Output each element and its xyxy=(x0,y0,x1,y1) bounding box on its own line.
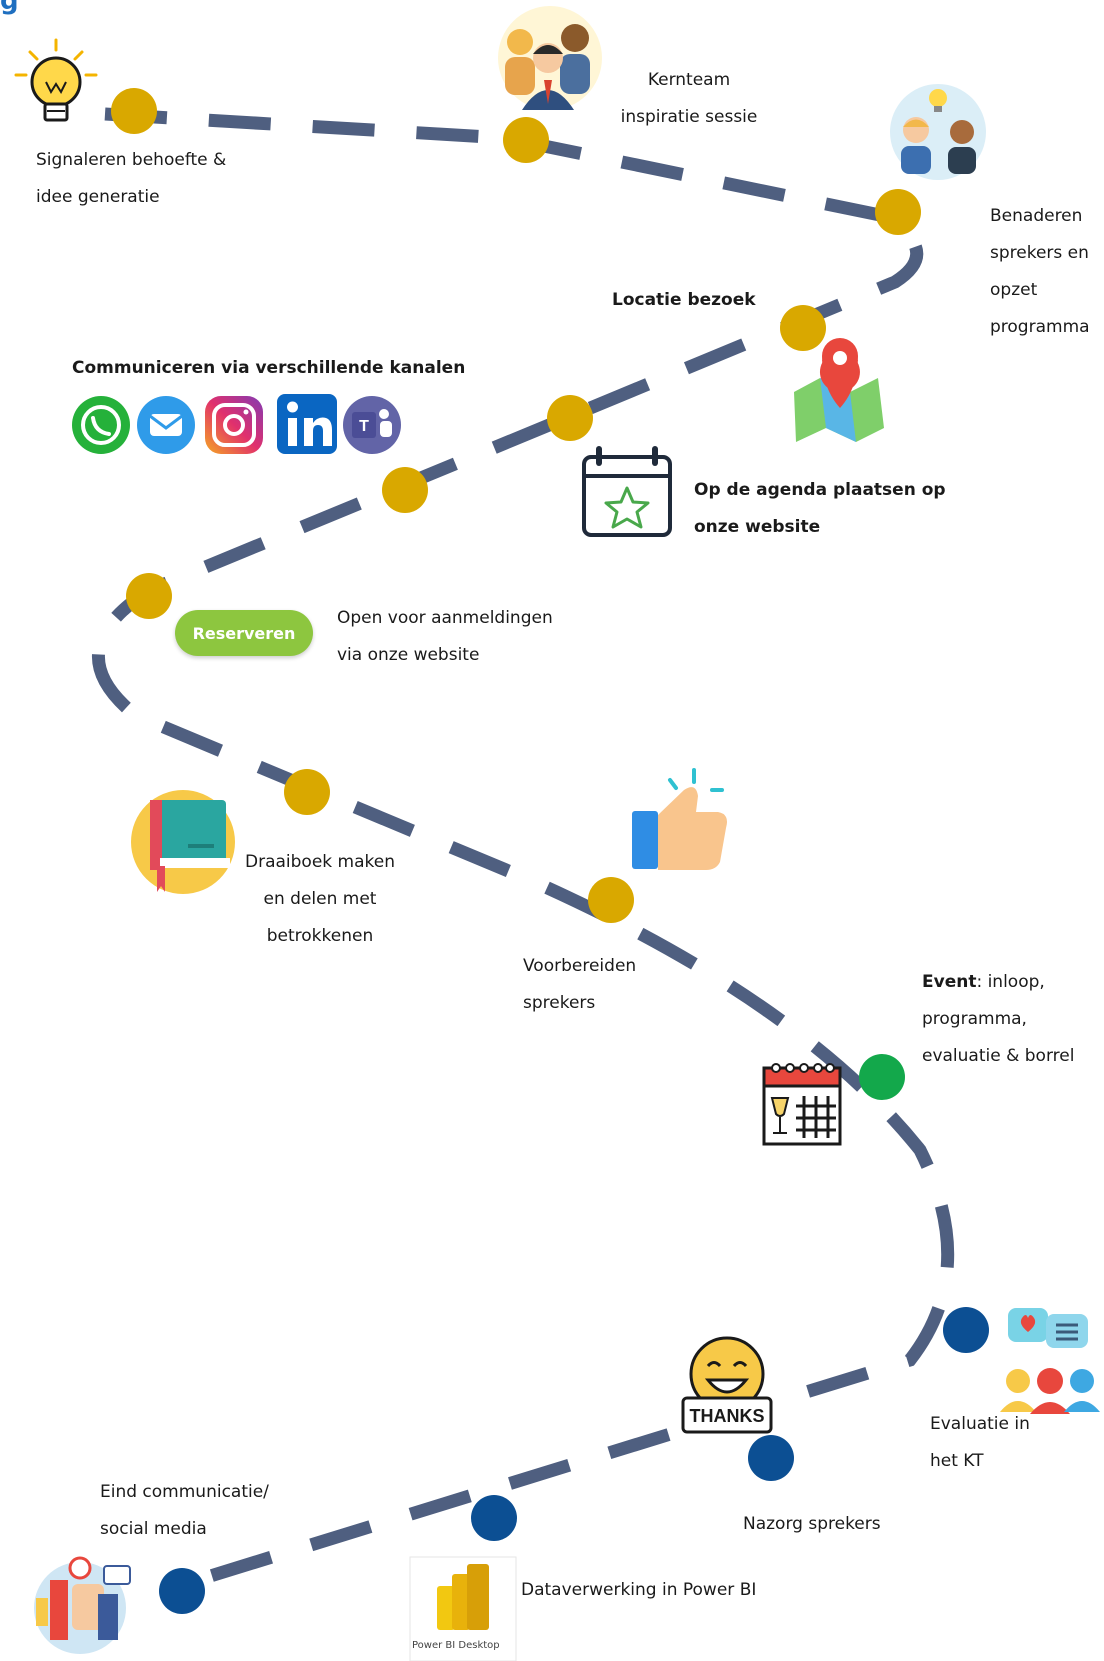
milestones xyxy=(111,88,989,1614)
step-event: Event: inloop, programma, evaluatie & bo… xyxy=(922,964,1074,1075)
step-voorbereiden: Voorbereiden sprekers xyxy=(523,956,637,1013)
journey-path xyxy=(92,107,955,1597)
step-nazorg: Nazorg sprekers xyxy=(743,1514,881,1534)
event-rest: : inloop, programma, evaluatie & borrel xyxy=(922,972,1075,1066)
calendar-star-icon xyxy=(582,446,672,537)
page-heading-fragment: g xyxy=(0,0,19,16)
map-pin-icon xyxy=(794,338,884,442)
linkedin-icon xyxy=(277,394,337,454)
step-locatie: Locatie bezoek xyxy=(612,290,756,310)
step-communiceren: Communiceren via verschillende kanalen xyxy=(72,358,466,378)
thanks-badge-text: THANKS xyxy=(690,1406,765,1426)
event-calendar-icon xyxy=(762,1063,842,1146)
milestone-6 xyxy=(382,467,428,513)
lightbulb-icon xyxy=(14,38,98,122)
event-bold: Event xyxy=(922,972,977,992)
milestone-nazorg xyxy=(748,1435,794,1481)
reserveren-button[interactable]: Reserveren xyxy=(175,610,313,656)
step-evaluatie: Evaluatie in het KT xyxy=(930,1414,1030,1471)
feedback-people-icon xyxy=(1000,1308,1100,1414)
step-open: Open voor aanmeldingen via onze website xyxy=(337,608,553,665)
power-bi-icon xyxy=(409,1556,517,1661)
step-agenda: Op de agenda plaatsen op onze website xyxy=(694,480,946,537)
milestone-data xyxy=(471,1495,517,1541)
mail-icon xyxy=(137,396,195,454)
milestone-evaluatie xyxy=(943,1307,989,1353)
step-kernteam: Kernteam inspiratie sessie xyxy=(620,70,758,127)
thumbs-up-icon xyxy=(632,768,727,870)
step-dataverwerking: Dataverwerking in Power BI xyxy=(521,1580,757,1600)
step-benaderen: Benaderen sprekers en opzet programma xyxy=(990,206,1090,337)
milestone-9 xyxy=(588,877,634,923)
milestone-1 xyxy=(111,88,157,134)
instagram-icon xyxy=(205,396,263,454)
step-draaiboek: Draaiboek maken en delen met betrokkenen xyxy=(245,852,395,946)
team-people-icon xyxy=(498,6,602,110)
teams-icon: T xyxy=(343,396,401,454)
step-signaleren: Signaleren behoefte & idee generatie xyxy=(36,150,227,207)
book-icon xyxy=(131,790,235,894)
step-eind: Eind communicatie/ social media xyxy=(100,1482,269,1539)
milestone-5 xyxy=(547,395,593,441)
milestone-event xyxy=(859,1054,905,1100)
thanks-smiley-icon: THANKS xyxy=(681,1336,773,1434)
teams-letter: T xyxy=(359,418,369,435)
whatsapp-icon xyxy=(72,396,130,454)
milestone-2 xyxy=(503,117,549,163)
milestone-7 xyxy=(126,573,172,619)
milestone-3 xyxy=(875,189,921,235)
power-bi-caption: Power BI Desktop xyxy=(412,1640,500,1651)
milestone-4 xyxy=(780,305,826,351)
speakers-idea-icon xyxy=(890,84,986,180)
milestone-eind xyxy=(159,1568,205,1614)
social-media-icon xyxy=(34,1556,131,1654)
milestone-8 xyxy=(284,769,330,815)
